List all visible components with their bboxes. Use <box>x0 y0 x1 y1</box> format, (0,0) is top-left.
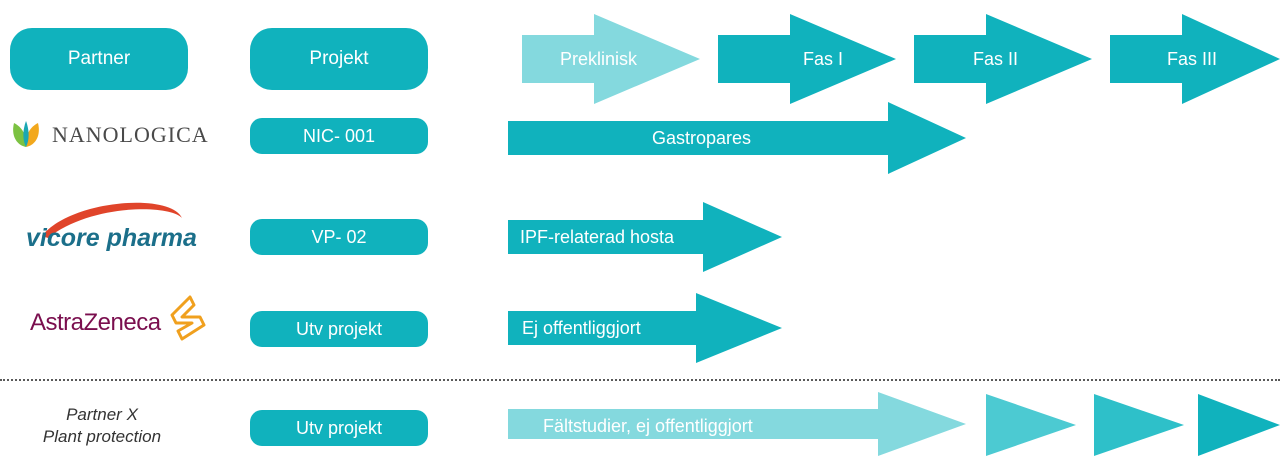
nanologica-logo: NANOLOGICA <box>8 112 238 158</box>
progress-arrow-faltstudier <box>508 392 966 456</box>
astrazeneca-symbol-icon <box>170 295 206 341</box>
partner-x-name: Partner X <box>66 405 138 424</box>
phase-arrow-fas-1 <box>718 14 896 104</box>
vicore-logo-text: vicore pharma <box>26 224 197 252</box>
progress-label-ej-offentliggjort: Ej offentliggjort <box>522 317 641 338</box>
partner-header: Partner <box>10 28 188 90</box>
partner-x-sector: Plant protection <box>42 427 162 446</box>
dotted-divider <box>0 379 1280 381</box>
progress-label-faltstudier: Fältstudier, ej offentliggjort <box>543 415 753 436</box>
progress-arrow-ipf <box>508 202 782 272</box>
astrazeneca-logo-text: AstraZeneca <box>30 309 161 336</box>
project-pill-utv-projekt: Utv projekt <box>250 311 428 347</box>
projekt-header: Projekt <box>250 28 428 90</box>
vicore-pharma-logo: vicore pharma <box>20 196 210 266</box>
vicore-swoosh-icon <box>42 202 182 238</box>
progress-arrow-ej-offentliggjort <box>508 293 782 363</box>
project-pill-utv-projekt-x: Utv projekt <box>250 410 428 446</box>
phase-arrow-fas-3 <box>1110 14 1280 104</box>
nanologica-logo-text: NANOLOGICA <box>52 122 209 147</box>
future-phase-arrow-2 <box>1094 394 1184 456</box>
nanologica-leaf-icon <box>13 121 39 147</box>
project-pill-nic-001: NIC- 001 <box>250 118 428 154</box>
progress-arrow-gastropares <box>508 102 966 174</box>
phase-label-fas-1: Fas I <box>803 48 844 69</box>
future-phase-arrow-3 <box>1198 394 1280 456</box>
phase-arrow-preklinisk <box>522 14 700 104</box>
project-pill-vp-02: VP- 02 <box>250 219 428 255</box>
phase-label-fas-3: Fas III <box>1167 48 1218 69</box>
progress-label-ipf: IPF-relaterad hosta <box>520 226 675 247</box>
future-phase-arrow-1 <box>986 394 1076 456</box>
phase-label-fas-2: Fas II <box>973 48 1019 69</box>
phase-label-preklinisk: Preklinisk <box>560 48 638 69</box>
partner-x-label: Partner X Plant protection <box>14 404 190 448</box>
phase-arrow-fas-2 <box>914 14 1092 104</box>
progress-label-gastropares: Gastropares <box>652 127 752 148</box>
astrazeneca-logo: AstraZeneca <box>30 293 230 349</box>
